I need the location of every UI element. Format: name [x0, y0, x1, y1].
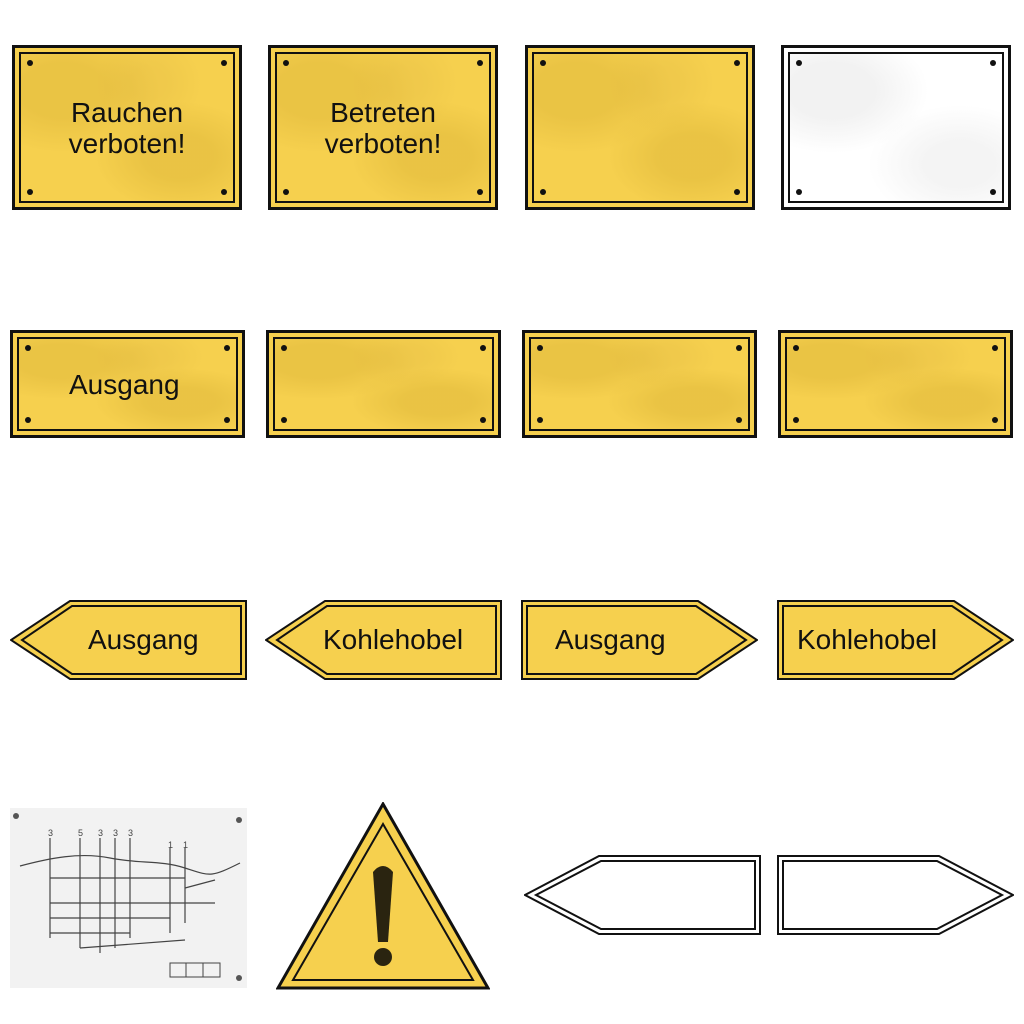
screw-icon	[537, 417, 543, 423]
blank-yellow-sign	[266, 330, 501, 438]
screw-icon	[480, 417, 486, 423]
svg-text:3: 3	[98, 828, 103, 838]
screw-icon	[477, 189, 483, 195]
blank-white-arrow-right	[777, 855, 1014, 935]
screw-icon	[992, 345, 998, 351]
screw-icon	[734, 189, 740, 195]
screw-icon	[224, 345, 230, 351]
screw-icon	[540, 60, 546, 66]
screw-icon	[990, 60, 996, 66]
screw-icon	[736, 345, 742, 351]
screw-icon	[25, 417, 31, 423]
svg-text:3: 3	[113, 828, 118, 838]
right-arrow-sign-shape	[521, 600, 758, 680]
screw-icon	[27, 189, 33, 195]
screw-icon	[540, 189, 546, 195]
screw-icon	[283, 60, 289, 66]
sign-ausgang: Ausgang	[10, 330, 245, 438]
svg-text:5: 5	[78, 828, 83, 838]
screw-icon	[992, 417, 998, 423]
arrow-label: Kohlehobel	[797, 624, 938, 655]
left-arrow-sign-shape	[265, 600, 502, 680]
screw-icon	[224, 417, 230, 423]
screw-icon	[477, 60, 483, 66]
sign-label: Ausgang	[69, 368, 180, 400]
blank-white-sign	[781, 45, 1011, 210]
arrow-sign-ausgang-left: Ausgang	[10, 600, 247, 680]
screw-icon	[796, 60, 802, 66]
arrow-sign-kohlehobel-right: Kohlehobel	[777, 600, 1014, 680]
svg-text:3: 3	[128, 828, 133, 838]
blank-white-arrow-left	[524, 855, 761, 935]
screw-icon	[283, 189, 289, 195]
screw-icon	[480, 345, 486, 351]
blank-yellow-sign	[522, 330, 757, 438]
arrow-label: Ausgang	[555, 624, 666, 655]
right-arrow-sign-shape	[777, 600, 1014, 680]
warning-triangle-sign	[276, 802, 490, 990]
screw-icon	[27, 60, 33, 66]
svg-text:1: 1	[183, 840, 188, 850]
arrow-sign-kohlehobel-left: Kohlehobel	[265, 600, 502, 680]
blank-yellow-sign	[525, 45, 755, 210]
svg-text:1: 1	[168, 840, 173, 850]
screw-icon	[537, 345, 543, 351]
screw-icon	[796, 189, 802, 195]
right-arrow-sign-shape	[777, 855, 1014, 935]
screw-icon	[736, 417, 742, 423]
map-sketch-icon: 3 5 3 3 3 1 1	[10, 808, 247, 988]
screw-icon	[793, 345, 799, 351]
screw-icon	[25, 345, 31, 351]
exclamation-warning-icon	[276, 802, 490, 990]
left-arrow-sign-shape	[10, 600, 247, 680]
blank-yellow-sign	[778, 330, 1013, 438]
sign-label: Rauchen verboten!	[68, 96, 186, 159]
screw-icon	[990, 189, 996, 195]
screw-icon	[281, 417, 287, 423]
sign-rauchen-verboten: Rauchen verboten!	[12, 45, 242, 210]
left-arrow-sign-shape	[524, 855, 761, 935]
arrow-label: Ausgang	[88, 624, 199, 655]
arrow-label: Kohlehobel	[323, 624, 464, 655]
screw-icon	[221, 189, 227, 195]
sign-betreten-verboten: Betreten verboten!	[268, 45, 498, 210]
arrow-sign-ausgang-right: Ausgang	[521, 600, 758, 680]
map-sketch-sign: 3 5 3 3 3 1 1	[10, 808, 247, 988]
svg-text:3: 3	[48, 828, 53, 838]
screw-icon	[793, 417, 799, 423]
screw-icon	[221, 60, 227, 66]
screw-icon	[734, 60, 740, 66]
screw-icon	[281, 345, 287, 351]
sign-label: Betreten verboten!	[324, 96, 442, 159]
